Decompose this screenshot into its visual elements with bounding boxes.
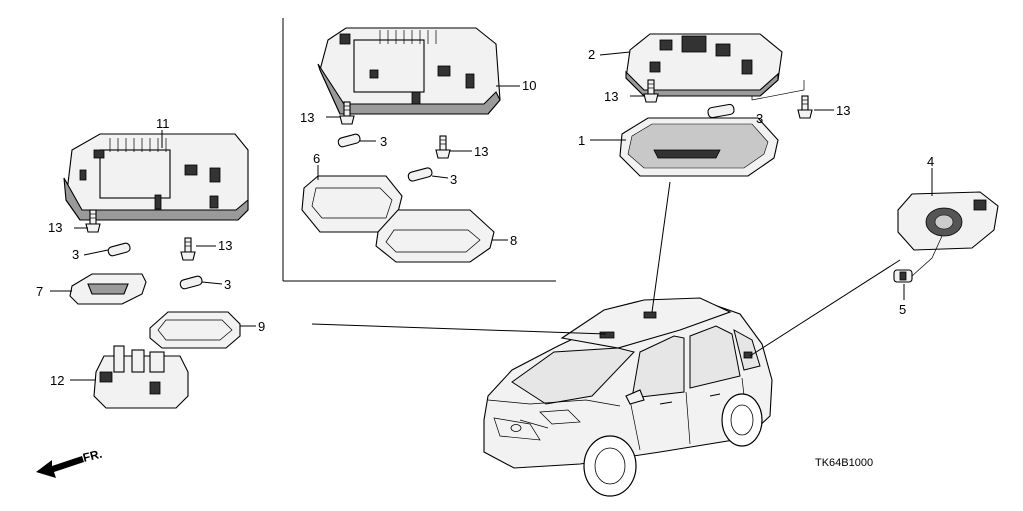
map-light-housing-11 <box>63 133 249 221</box>
callout-lines <box>50 51 933 381</box>
label-1: 1 <box>578 133 585 148</box>
label-3: 3 <box>380 134 387 149</box>
lens-9 <box>149 311 241 349</box>
lens-7 <box>69 273 147 305</box>
lens-8 <box>375 209 495 263</box>
label-13: 13 <box>300 110 314 125</box>
bulb-3-center-a <box>337 133 361 148</box>
callout-labels: 11 13 3 13 3 7 9 12 13 3 13 3 6 8 10 2 1… <box>36 47 934 388</box>
lens-1 <box>619 117 779 177</box>
bulb-3-left-a <box>107 242 131 257</box>
label-13: 13 <box>604 89 618 104</box>
bulb-5 <box>893 269 913 283</box>
base-12 <box>93 345 189 409</box>
leader-lines <box>311 181 901 357</box>
label-5: 5 <box>899 302 906 317</box>
drawing-code: TK64B1000 <box>815 457 873 469</box>
label-9: 9 <box>258 319 265 334</box>
map-light-housing-10 <box>317 27 501 115</box>
bolt-13-right-a <box>643 79 659 103</box>
label-13: 13 <box>218 238 232 253</box>
bolt-13-right-b <box>797 95 813 119</box>
label-3: 3 <box>756 111 763 126</box>
label-3: 3 <box>450 172 457 187</box>
label-13: 13 <box>48 220 62 235</box>
courtesy-light-4 <box>897 191 999 251</box>
vehicle-illustration <box>483 297 773 497</box>
bulb-3-right <box>707 103 735 119</box>
label-7: 7 <box>36 284 43 299</box>
label-13: 13 <box>836 103 850 118</box>
bolt-13-left <box>85 209 101 233</box>
label-13: 13 <box>474 144 488 159</box>
label-6: 6 <box>313 151 320 166</box>
bolt-13-center-a <box>339 101 355 125</box>
bulb-3-left-b <box>179 275 203 290</box>
label-11: 11 <box>156 116 170 131</box>
front-label: FR. <box>81 447 103 465</box>
label-3: 3 <box>72 247 79 262</box>
label-2: 2 <box>588 47 595 62</box>
bolt-13-center-left <box>180 237 196 261</box>
group-frame <box>282 18 556 282</box>
label-10: 10 <box>522 78 536 93</box>
front-direction-indicator: FR. <box>36 447 103 478</box>
label-12: 12 <box>50 373 64 388</box>
label-3: 3 <box>224 277 231 292</box>
label-4: 4 <box>927 154 934 169</box>
bolt-13-center-b <box>435 135 451 159</box>
map-light-base-2 <box>625 33 783 97</box>
label-8: 8 <box>510 233 517 248</box>
front-arrow-icon <box>36 456 84 478</box>
bulb-3-center-b <box>407 167 433 182</box>
